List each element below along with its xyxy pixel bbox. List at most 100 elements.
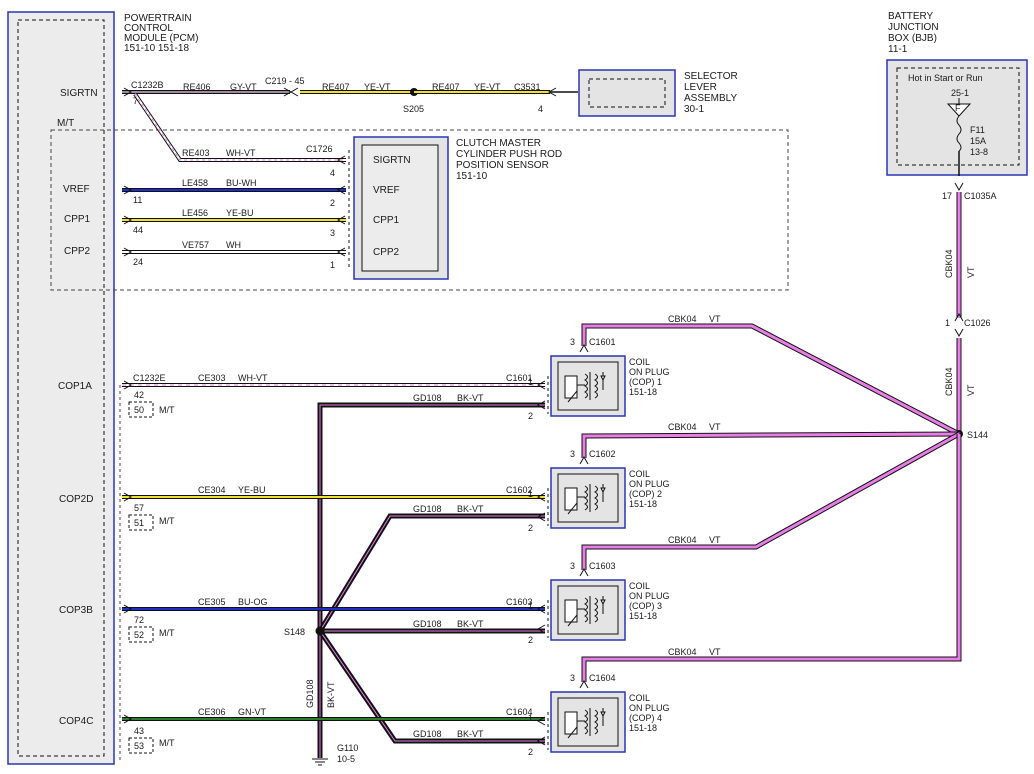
- pin-number: 3: [570, 337, 575, 347]
- connector-c1026: C1026: [964, 318, 991, 328]
- wire-color: YE-BU: [226, 208, 254, 218]
- wire-color: BK-VT: [457, 619, 484, 629]
- pin-number: 42: [134, 390, 144, 400]
- pin-number: 1: [945, 318, 950, 328]
- wire-cbk04-coil4: [581, 434, 962, 682]
- coil-core-icon: [564, 487, 578, 511]
- splice-s205: S205: [403, 104, 424, 114]
- coil-box: [550, 691, 626, 753]
- splice-s144: S144: [967, 430, 988, 440]
- pin-number: 2: [528, 411, 533, 421]
- pin-number: 4: [330, 168, 335, 178]
- pin-number: 7: [133, 96, 138, 106]
- mt-note: M/T: [159, 628, 175, 638]
- pcm-pin-cpp1: CPP1: [64, 214, 91, 225]
- pin-number: 50: [134, 405, 144, 415]
- coil-box: [550, 579, 626, 641]
- arrow-icon: [536, 512, 546, 522]
- sensor-pin-label: SIGRTN: [373, 155, 411, 166]
- sensor-title-line: CLUTCH MASTER: [456, 138, 541, 149]
- wire-code: GD108: [413, 729, 442, 739]
- coil-box: [550, 355, 626, 417]
- selector-title-line: 30-1: [684, 104, 704, 115]
- wire-color: WH: [226, 240, 241, 250]
- arrow-icon: [547, 87, 557, 97]
- pin-number: 1: [330, 260, 335, 270]
- diode-icon: [600, 708, 606, 726]
- pcm-pin-sigrtn: SIGRTN: [60, 88, 98, 99]
- selector-lever-box: [578, 69, 676, 117]
- pin-number: 2: [528, 747, 533, 757]
- arrow-icon: [579, 343, 589, 353]
- pin-number: 72: [134, 615, 144, 625]
- wire-code: RE407: [322, 82, 350, 92]
- coil-winding-icon: [584, 485, 588, 511]
- wire-color: BU-WH: [226, 178, 257, 188]
- arrow-icon: [954, 312, 964, 322]
- connector-c1035a: C1035A: [964, 191, 997, 201]
- coil-winding-icon: [584, 373, 588, 399]
- pin-number: 11: [133, 195, 142, 205]
- wire-code: GD108: [413, 619, 442, 629]
- pin-number: 1: [528, 377, 533, 387]
- bjb-title-line: 11-1: [888, 44, 908, 55]
- wire-code: CBK04: [944, 249, 954, 278]
- coil-core-icon: [564, 599, 578, 623]
- mt-label: M/T: [57, 118, 74, 129]
- selector-title-line: ASSEMBLY: [684, 93, 737, 104]
- coil-lead: [567, 496, 585, 515]
- coil-winding-icon: [584, 709, 588, 735]
- pcm-title-line: 151-10 151-18: [124, 43, 189, 54]
- pin-number: 3: [570, 673, 575, 683]
- pcm-title-line: CONTROL: [124, 23, 173, 34]
- coil-title-line: 151-18: [629, 723, 657, 733]
- wire-color: VT: [709, 422, 721, 432]
- pin-number: 43: [134, 726, 144, 736]
- fuse-rating: 15A: [970, 136, 986, 146]
- fuse-ref: 25-1: [951, 88, 969, 98]
- arrow-icon: [123, 604, 133, 614]
- diode-icon: [600, 596, 606, 614]
- pcm-module: [7, 11, 115, 765]
- arrow-icon: [536, 624, 546, 634]
- wire-code: LE456: [182, 208, 208, 218]
- coil-title-line: 151-18: [629, 499, 657, 509]
- wire-code: RE407: [432, 82, 460, 92]
- alt-pin-box: [128, 737, 154, 754]
- splice-s148-dot: [315, 626, 325, 636]
- pin-number: 2: [330, 198, 335, 208]
- pin-number: 53: [134, 741, 144, 751]
- pcm-title-line: POWERTRAIN: [124, 13, 192, 24]
- wire-code: RE406: [183, 82, 211, 92]
- arrow-icon: [579, 567, 589, 577]
- coil-title-line: COIL: [629, 581, 650, 591]
- coil-inner-frame: [557, 473, 619, 523]
- coil-title-line: (COP) 3: [629, 601, 662, 611]
- connector-c1601: C1601: [506, 373, 533, 383]
- wire-color: BK-VT: [457, 393, 484, 403]
- coil-title-line: (COP) 2: [629, 489, 662, 499]
- connector-label: C1601: [589, 337, 616, 347]
- bjb-title-line: BATTERY: [888, 11, 934, 22]
- wire-code: CE303: [198, 373, 226, 383]
- coil-title-line: ON PLUG: [629, 367, 670, 377]
- coil-inner-frame: [557, 585, 619, 635]
- alt-pin-box: [128, 401, 154, 418]
- pcm-pin-cop1a: COP1A: [58, 381, 92, 392]
- arrow-icon: [289, 87, 299, 97]
- pin-number: 3: [570, 561, 575, 571]
- ground-icon: [312, 758, 328, 766]
- coil-title-line: 151-18: [629, 611, 657, 621]
- pin-number: 1: [528, 713, 533, 723]
- wire-color: YE-VT: [474, 82, 501, 92]
- arrow-icon: [123, 185, 133, 195]
- clutch-sensor-box: [353, 136, 449, 280]
- wire-color: WH-VT: [238, 373, 268, 383]
- coil-winding-icon: [584, 597, 588, 623]
- wire-code: CBK04: [668, 314, 697, 324]
- arrow-icon: [123, 380, 133, 390]
- pcm-title: POWERTRAIN CONTROL MODULE (PCM) 151-10 1…: [124, 13, 198, 54]
- bjb-title-line: JUNCTION: [888, 22, 939, 33]
- wire-code: RE403: [182, 148, 210, 158]
